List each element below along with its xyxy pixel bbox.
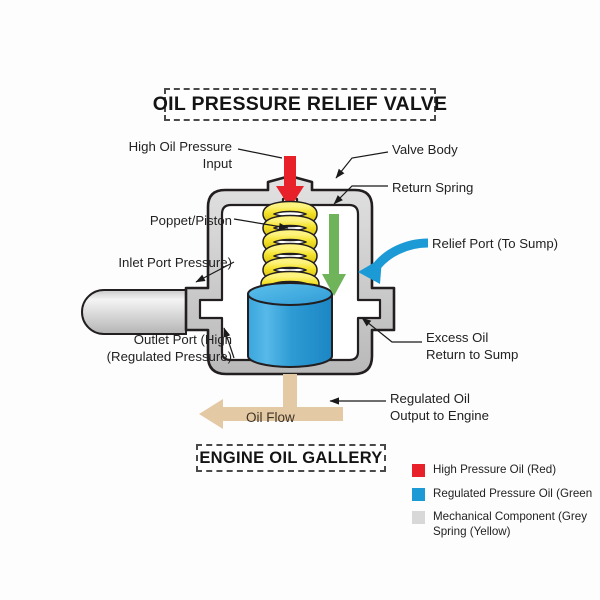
legend: High Pressure Oil (Red) Regulated Pressur… xyxy=(412,463,600,548)
diagram-title-box: OIL PRESSURE RELIEF VALVE xyxy=(153,88,447,121)
regulated-flow-arrow xyxy=(322,214,346,296)
diagram-title: OIL PRESSURE RELIEF VALVE xyxy=(152,93,448,115)
engine-oil-gallery-box: ENGINE OIL GALLERY xyxy=(196,444,386,472)
label-valve-body: Valve Body xyxy=(392,142,458,157)
return-spring xyxy=(260,200,320,298)
label-poppet-piston: Poppet/Piston xyxy=(149,213,232,228)
legend-label: High Pressure Oil (Red) xyxy=(433,463,557,476)
label-oil-flow: Oil Flow xyxy=(246,410,295,425)
outlet-pipe xyxy=(81,289,187,335)
high-pressure-input-arrow xyxy=(276,156,304,208)
label-relief-port: Relief Port (To Sump) xyxy=(432,236,559,251)
poppet-piston xyxy=(247,282,333,368)
engine-oil-gallery-title: ENGINE OIL GALLERY xyxy=(199,448,383,467)
legend-item: Mechanical Component (Grey Spring (Yello… xyxy=(412,510,600,539)
legend-label: Regulated Pressure Oil (Green xyxy=(433,486,593,500)
label-regulated-oil-output: Regulated Oil Output to Engine xyxy=(390,391,489,424)
label-excess-oil-return: Excess Oil Return to Sump xyxy=(426,330,519,363)
label-inlet-port-pressure: Inlet Port Pressure) xyxy=(118,255,232,270)
legend-item: High Pressure Oil (Red) xyxy=(412,463,600,478)
legend-swatch xyxy=(412,487,425,501)
label-return-spring: Return Spring xyxy=(392,180,474,195)
legend-swatch xyxy=(412,464,425,477)
legend-swatch xyxy=(412,511,425,525)
callout-leaders xyxy=(195,148,422,405)
label-outlet-port: Outlet Port (High (Regulated Pressure) xyxy=(106,332,232,365)
relief-port-arrow xyxy=(358,238,429,284)
legend-label: Mechanical Component (Grey Spring (Yello… xyxy=(433,510,588,538)
oil-flow-arrow xyxy=(199,374,343,429)
legend-item: Regulated Pressure Oil (Green xyxy=(412,487,600,502)
label-high-oil-pressure-input: High Oil Pressure Input xyxy=(128,139,232,172)
